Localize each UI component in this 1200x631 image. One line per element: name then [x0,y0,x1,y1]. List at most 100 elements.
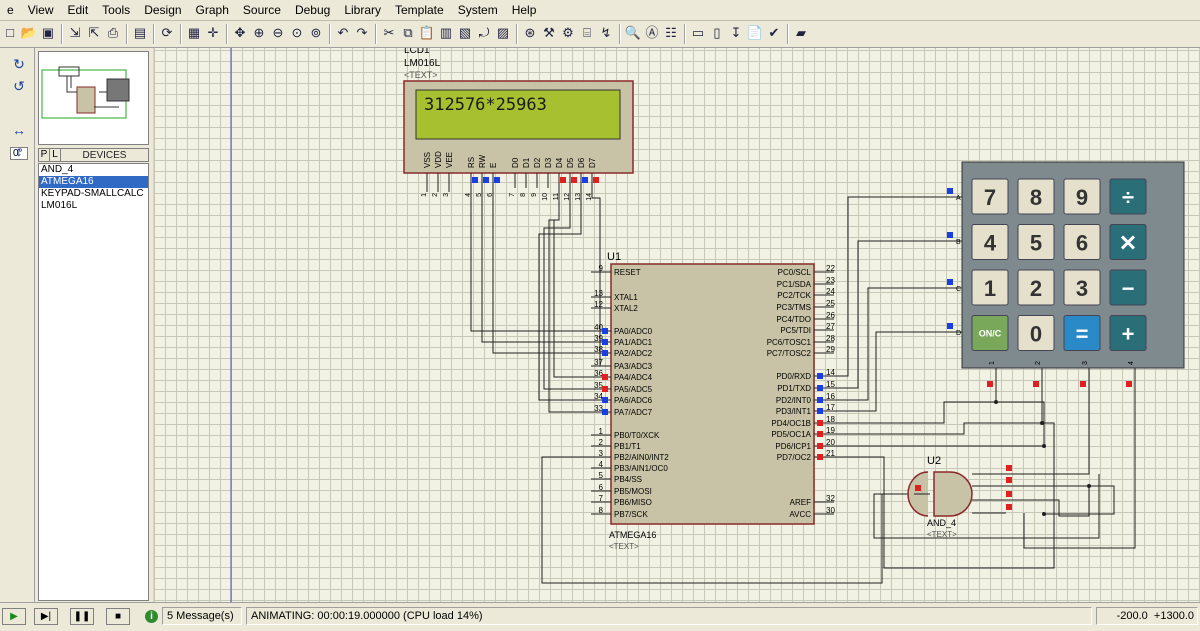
keypad-key[interactable]: + [1109,315,1147,351]
save-icon[interactable]: ▣ [41,25,55,40]
keypad-key[interactable]: ON/C [971,315,1009,351]
device-item[interactable]: ATMEGA16 [39,176,148,188]
lcd-pin-number: 9 [531,193,538,197]
paste-icon[interactable]: 📋 [418,25,436,40]
keypad-key[interactable]: 5 [1017,224,1055,260]
device-item[interactable]: AND_4 [41,164,74,175]
play-button[interactable]: ▶ [2,608,26,625]
menu-item-source[interactable]: Source [242,3,281,17]
wire [492,188,591,354]
menu-item-library[interactable]: Library [344,3,381,17]
library-manager-button[interactable]: L [50,149,61,161]
undo-icon[interactable]: ↶ [337,25,349,40]
keypad-key-face [1063,269,1101,306]
keypad-key[interactable]: 3 [1063,269,1101,306]
mcu-pin-name: PD1/TXD [777,384,811,393]
rotate-clockwise-icon[interactable]: ↻ [13,56,25,72]
keypad-key[interactable]: 7 [971,178,1009,215]
menu-item-edit[interactable]: Edit [67,3,89,17]
menu-item-help[interactable]: Help [511,3,537,17]
zoom-in-icon[interactable]: ⊕ [253,25,265,40]
print-icon[interactable]: ⎙ [107,25,119,40]
logic-state-indicator [602,328,608,334]
keypad-key[interactable]: ✕ [1109,224,1147,260]
menu-item-design[interactable]: Design [144,3,182,17]
redo-icon[interactable]: ↷ [356,25,368,40]
open-icon[interactable]: 📂 [20,25,38,40]
erc-icon[interactable]: ✔ [768,25,780,40]
lcd-component[interactable]: LCD1LM016L<TEXT>312576*25963VSS1VDD2VEE3… [403,48,634,201]
packaging-icon[interactable]: ⚙ [562,25,574,40]
new-icon[interactable]: □ [6,25,14,40]
copy-icon[interactable]: ⧉ [403,25,413,40]
menu-item-graph[interactable]: Graph [195,3,229,17]
decompose-icon[interactable]: ⌸ [583,25,591,40]
zoom-area-icon[interactable]: ⊚ [310,25,322,40]
device-item[interactable]: KEYPAD-SMALLCALC [41,188,144,199]
mirror-vertical-icon[interactable]: ↕ [15,143,23,159]
property-assign-icon[interactable]: Ⓐ [645,25,659,40]
step-button[interactable]: ▶| [34,608,58,625]
block-move-icon[interactable]: ▧ [458,25,472,40]
cut-icon[interactable]: ✂ [383,25,395,40]
block-delete-icon[interactable]: ▨ [496,25,510,40]
wire-autorouter-icon[interactable]: ↯ [600,25,612,40]
keypad-key[interactable]: ÷ [1109,178,1147,215]
device-item[interactable]: LM016L [41,200,78,211]
make-device-icon[interactable]: ⚒ [543,25,555,40]
pick-device-icon[interactable]: ⊛ [524,25,536,40]
design-explorer-icon[interactable]: ☷ [665,25,677,40]
block-rotate-icon[interactable]: ⤾ [478,25,490,40]
ares-icon[interactable]: ▰ [796,25,806,40]
keypad-key[interactable]: = [1063,315,1101,351]
menu-item-view[interactable]: View [27,3,54,17]
keypad-key[interactable]: − [1109,269,1147,306]
refresh-icon[interactable]: ⟳ [161,25,173,40]
messages-field[interactable]: 5 Message(s) [162,607,242,625]
keypad-key[interactable]: 0 [1017,315,1055,351]
keypad-key[interactable]: 6 [1063,224,1101,260]
pan-icon[interactable]: ✥ [234,25,246,40]
keypad-key[interactable]: 2 [1017,269,1055,306]
zoom-out-icon[interactable]: ⊖ [272,25,284,40]
menu-item-system[interactable]: System [457,3,498,17]
pick-devices-button[interactable]: P [39,149,50,161]
origin-icon[interactable]: ✛ [207,25,219,40]
keypad-key[interactable]: 1 [971,269,1009,306]
overview-window[interactable] [38,51,149,145]
pause-button[interactable]: ❚❚ [70,608,94,625]
export-icon[interactable]: ⇱ [88,25,100,40]
mcu-pin-name: PD5/OC1A [771,430,811,439]
menu-item-tools[interactable]: Tools [102,3,131,17]
mirror-horizontal-icon[interactable]: ↔ [12,122,26,138]
menu-item-template[interactable]: Template [395,3,444,17]
lcd-pin-number: 3 [443,193,450,197]
mcu-pin-number: 26 [826,311,835,320]
stop-button[interactable]: ■ [106,608,130,625]
keypad-key[interactable]: 4 [971,224,1009,260]
block-copy-icon[interactable]: ▥ [439,25,453,40]
lcd-pin-name: VEE [445,152,454,168]
rotate-anticlockwise-icon[interactable]: ↺ [13,78,25,94]
search-icon[interactable]: 🔍 [624,25,642,40]
print-area-icon[interactable]: ▤ [133,25,147,40]
mcu-part-label: ATMEGA16 [609,530,656,540]
grid-icon[interactable]: ▦ [187,25,201,40]
rotation-angle-input[interactable] [10,147,28,160]
import-icon[interactable]: ⇲ [69,25,81,40]
zoom-to-child-icon[interactable]: ↧ [730,25,742,40]
keypad-key[interactable]: 9 [1063,178,1101,215]
mcu-pin-name: AREF [790,498,811,507]
menu-item-debug[interactable]: Debug [294,3,331,17]
keypad-key[interactable]: 8 [1017,178,1055,215]
remove-sheet-icon[interactable]: ▯ [713,25,721,40]
zoom-all-icon[interactable]: ⊙ [291,25,303,40]
new-sheet-icon[interactable]: ▭ [691,25,705,40]
bom-icon[interactable]: 📄 [746,25,764,40]
menu-item-e[interactable]: e [7,3,14,17]
